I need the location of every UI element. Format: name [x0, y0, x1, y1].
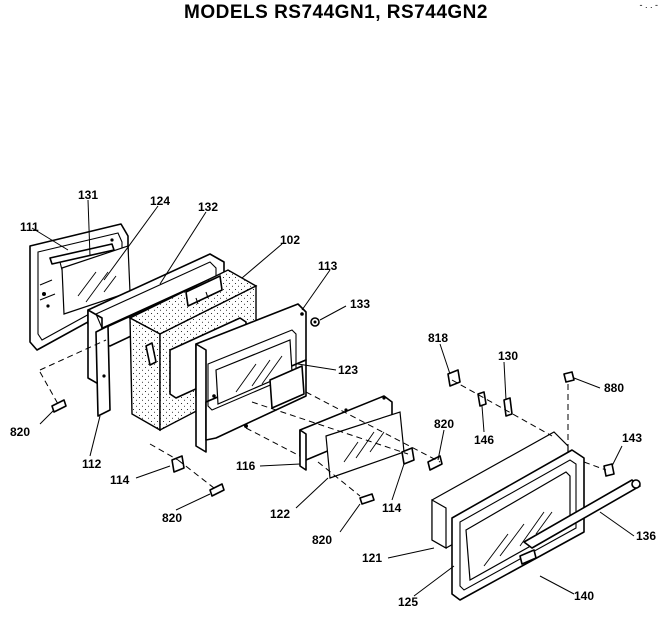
callout-818: 818: [428, 331, 448, 345]
corner-mark: - . . -: [639, 0, 659, 10]
callout-123: 123: [338, 363, 358, 377]
callout-124: 124: [150, 194, 170, 208]
part-140-door-frame: [451, 449, 585, 601]
callout-102: 102: [280, 233, 300, 247]
callout-labels: 111 131 124 132 102 113 133 818 130 880 …: [10, 188, 656, 609]
callout-114-right: 114: [382, 501, 402, 515]
callout-114-left: 114: [110, 473, 130, 487]
callout-116: 116: [236, 459, 256, 473]
callout-125: 125: [398, 595, 418, 609]
diagram-title: MODELS RS744GN1, RS744GN2: [184, 2, 488, 23]
callout-820-lower: 820: [312, 533, 332, 547]
callout-143: 143: [622, 431, 642, 445]
callout-133: 133: [350, 297, 370, 311]
callout-140: 140: [574, 589, 594, 603]
callout-146: 146: [474, 433, 494, 447]
callout-136: 136: [636, 529, 656, 543]
callout-122: 122: [270, 507, 290, 521]
part-136-handle: [523, 479, 641, 549]
leader-lines: [31, 199, 635, 597]
callout-820-left: 820: [10, 425, 30, 439]
callout-880: 880: [604, 381, 624, 395]
callout-111: 111: [20, 220, 39, 234]
callout-112: 112: [82, 457, 102, 471]
callout-113: 113: [318, 259, 338, 273]
part-113-inner-liner: [195, 303, 307, 453]
callout-131: 131: [78, 188, 98, 202]
assembly-dash-lines: [39, 339, 607, 497]
callout-820-right: 820: [434, 417, 454, 431]
callout-132: 132: [198, 200, 218, 214]
hardware-parts: [51, 317, 615, 505]
callout-130: 130: [498, 349, 518, 363]
callout-820-center: 820: [162, 511, 182, 525]
callout-121: 121: [362, 551, 382, 565]
